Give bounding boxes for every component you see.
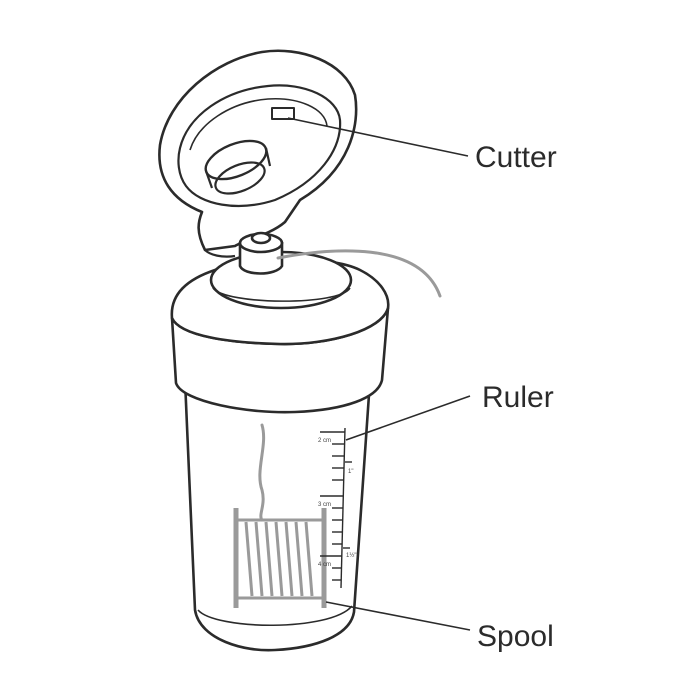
ruler-mark-3cm: 3 cm bbox=[318, 502, 331, 508]
lid-plug-side bbox=[204, 147, 272, 189]
cutter-leader-line bbox=[287, 117, 469, 157]
floss-outer-strand bbox=[276, 249, 442, 298]
ruler-mark-4cm: 4 cm bbox=[318, 562, 331, 568]
body-top-cap-lip bbox=[212, 287, 351, 302]
ruler-label: Ruler bbox=[482, 381, 554, 414]
cutter-blade bbox=[271, 107, 295, 120]
lid-plug-inner bbox=[214, 161, 266, 195]
callout-lines bbox=[287, 117, 471, 631]
lid-inner-rim-2 bbox=[189, 98, 328, 151]
ruler-leader-line bbox=[345, 395, 471, 441]
nozzle-tip bbox=[250, 231, 272, 245]
spool bbox=[233, 508, 327, 608]
floss-inner-strand bbox=[258, 423, 266, 522]
lid-inner-rim bbox=[177, 84, 342, 207]
ruler-scale: 2 cm 1" 3 cm 1½" 4 cm bbox=[318, 427, 356, 589]
spool-leader-line bbox=[325, 601, 471, 631]
body-bottom-rim bbox=[197, 605, 353, 627]
ruler-ticks bbox=[320, 431, 352, 581]
spool-windings bbox=[244, 521, 314, 597]
cutter-label: Cutter bbox=[475, 141, 557, 174]
lid bbox=[158, 49, 358, 258]
ruler-mark-1in: 1" bbox=[348, 469, 353, 475]
lid-hinge bbox=[204, 249, 236, 258]
ruler-mark-2cm: 2 cm bbox=[318, 438, 331, 444]
ruler-mark-half-in: 1½" bbox=[346, 552, 356, 559]
floss-strand bbox=[258, 249, 442, 522]
spool-label: Spool bbox=[477, 620, 554, 653]
